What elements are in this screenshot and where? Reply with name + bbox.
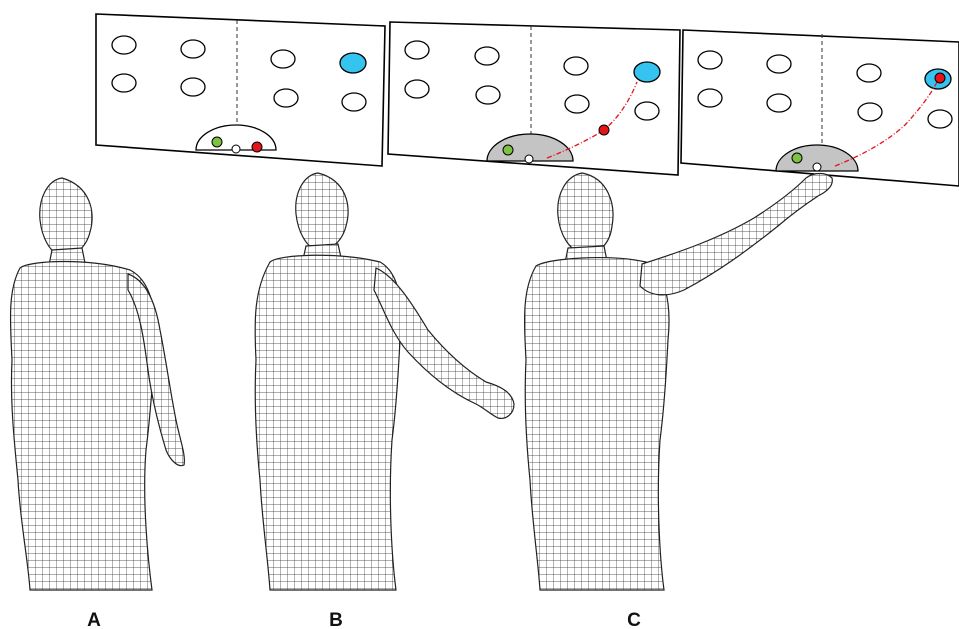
target-circle	[697, 88, 723, 108]
cursor-trajectory	[834, 81, 938, 167]
home-dot	[231, 144, 241, 154]
target-circle	[475, 85, 501, 105]
home-marker	[211, 136, 223, 148]
target-circle	[404, 79, 430, 99]
target-circle	[563, 56, 589, 76]
home-marker	[791, 152, 803, 164]
active-target	[633, 61, 661, 83]
figure-c-mesh	[524, 172, 833, 591]
cursor-dot	[598, 124, 610, 136]
target-circle	[634, 101, 660, 121]
screen-panel-b	[387, 21, 681, 176]
active-target	[339, 52, 367, 74]
panel-label-a: A	[87, 610, 101, 629]
cursor-dot	[251, 141, 263, 153]
target-circle	[404, 40, 430, 60]
cursor-dot	[934, 72, 946, 84]
figure-a-mesh	[9, 177, 185, 591]
target-circle	[856, 63, 882, 83]
target-circle	[180, 39, 206, 59]
home-dot	[524, 154, 534, 164]
panel-label-b: B	[329, 610, 343, 629]
screen-c-board	[680, 29, 959, 187]
target-circle	[564, 94, 590, 114]
target-circle	[111, 35, 137, 55]
target-circle	[857, 102, 883, 122]
target-circle	[474, 46, 500, 66]
panel-label-c: C	[627, 610, 641, 629]
target-circle	[766, 54, 792, 74]
screen-b-board	[387, 21, 681, 176]
target-circle	[111, 73, 137, 93]
target-circle	[273, 88, 299, 108]
screen-panel-c	[680, 29, 959, 187]
target-circle	[180, 77, 206, 97]
target-circle	[270, 49, 296, 69]
figure-b-mesh	[254, 172, 515, 591]
screen-a-board	[95, 13, 386, 167]
target-circle	[341, 92, 367, 112]
target-circle	[927, 109, 953, 129]
home-marker	[502, 144, 514, 156]
target-circle	[766, 93, 792, 113]
home-dot	[812, 162, 822, 172]
target-circle	[697, 50, 723, 70]
screen-panel-a	[95, 13, 386, 167]
